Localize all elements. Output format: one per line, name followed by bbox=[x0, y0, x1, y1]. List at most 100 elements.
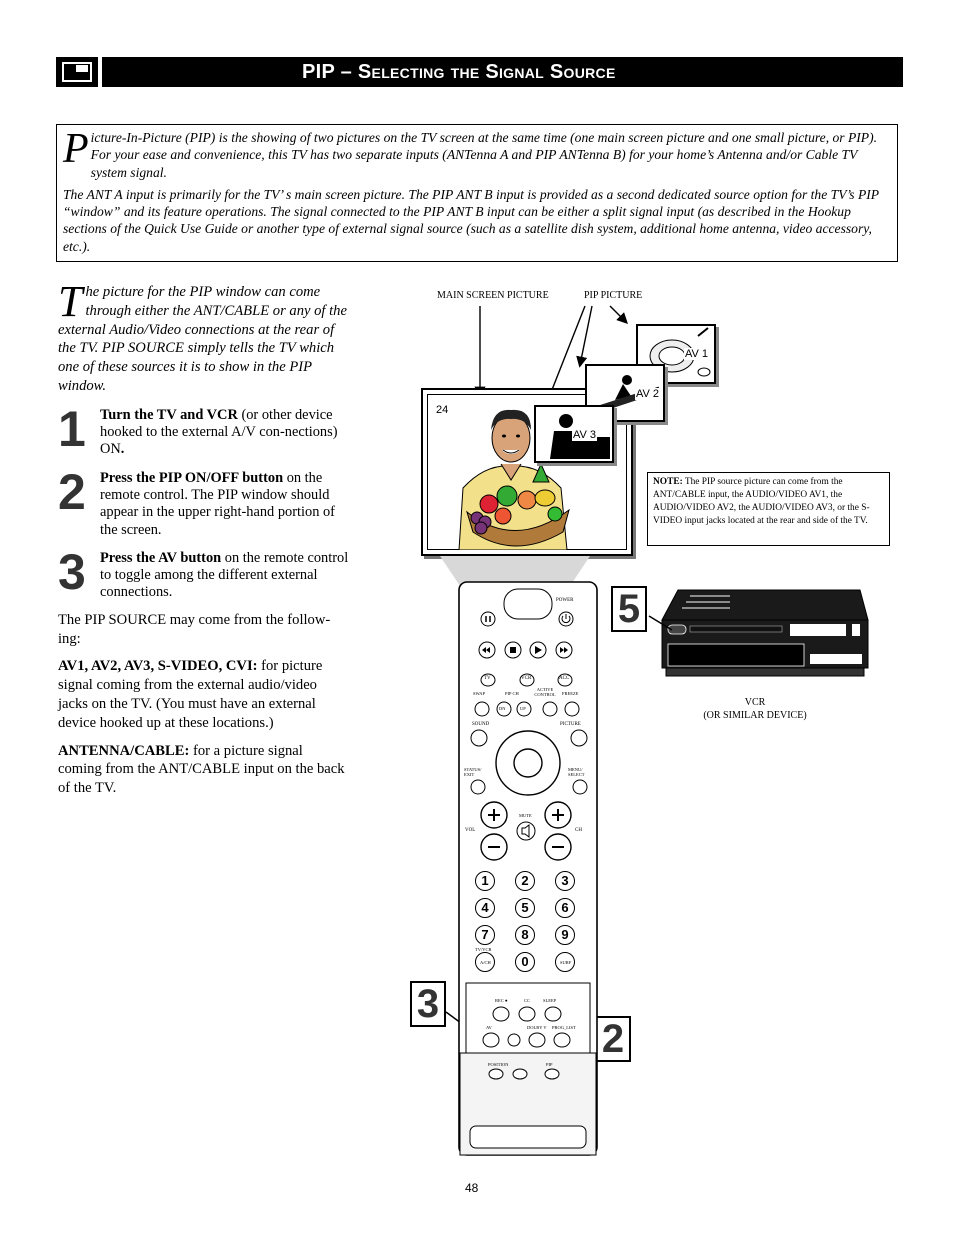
source-intro: The PIP SOURCE may come from the follow-… bbox=[58, 611, 331, 647]
pause-button[interactable] bbox=[480, 611, 496, 627]
pip-label-av3: AV 3 bbox=[572, 429, 598, 441]
pip-label-av2: AV 2 bbox=[635, 388, 661, 400]
step-text: (or other device hooked to the external … bbox=[100, 406, 338, 458]
note-text: The PIP source picture can come from the… bbox=[653, 477, 870, 526]
ch-label: CH bbox=[575, 828, 582, 833]
step-bold: Press the AV button bbox=[100, 549, 222, 566]
vcr-caption: VCR (OR SIMILAR DEVICE) bbox=[690, 696, 820, 722]
remote-control: POWER TV VCR ACC SWAP PIP CH ACTIVE CONT… bbox=[458, 581, 598, 1156]
digit-button-4[interactable]: 4 bbox=[475, 898, 495, 918]
exit-menu-buttons[interactable] bbox=[470, 779, 590, 795]
drop-cap-t: T bbox=[58, 277, 83, 326]
av-button[interactable] bbox=[482, 1031, 582, 1049]
a-ch-label: A/CH bbox=[480, 960, 491, 965]
man-with-fruit-basket-illustration bbox=[458, 409, 570, 550]
swap-label: SWAP bbox=[473, 691, 486, 696]
sleep-label: SLEEP bbox=[543, 998, 557, 1003]
main-screen-label: MAIN SCREEN PICTURE bbox=[437, 290, 549, 301]
step-1: 1 Turn the TV and VCR (or other device h… bbox=[58, 403, 350, 459]
rec-cc-sleep-buttons[interactable] bbox=[492, 1005, 562, 1023]
vcr-button-label: VCR bbox=[521, 676, 532, 681]
digit-button-8[interactable]: 8 bbox=[515, 925, 535, 945]
menu-select-label: MENU/ SELECT bbox=[568, 767, 585, 777]
digit-button-1[interactable]: 1 bbox=[475, 871, 495, 891]
step-bold: Turn the TV and VCR bbox=[100, 406, 238, 423]
pip-window-av1: AV 1 bbox=[636, 324, 716, 384]
section-header: PIP – Selecting the Signal Source bbox=[56, 57, 903, 87]
step-number: 2 bbox=[58, 463, 86, 520]
sound-picture-buttons[interactable] bbox=[470, 729, 590, 749]
digit-button-3[interactable]: 3 bbox=[555, 871, 575, 891]
digit-button-0[interactable]: 0 bbox=[515, 952, 535, 972]
intro-text-1: icture-In-Picture (PIP) is the showing o… bbox=[90, 130, 878, 180]
status-exit-label: STATUS/ EXIT bbox=[464, 767, 482, 777]
position-label: POSITION bbox=[488, 1062, 509, 1067]
pip-picture-label: PIP PICTURE bbox=[584, 290, 643, 301]
pip-tv-icon bbox=[56, 57, 98, 87]
device-buttons[interactable] bbox=[480, 672, 580, 688]
rec-label: REC ● bbox=[495, 998, 508, 1003]
digit-button-9[interactable]: 9 bbox=[555, 925, 575, 945]
navigation-ring[interactable] bbox=[494, 729, 562, 797]
power-button[interactable] bbox=[558, 611, 574, 627]
step-2: 2 Press the PIP ON/OFF button on the rem… bbox=[58, 466, 350, 539]
pip-label-av1: AV 1 bbox=[684, 348, 710, 360]
vcr-illustration bbox=[661, 589, 869, 677]
vcr-caption-line-1: VCR bbox=[744, 697, 766, 708]
cc-label: CC bbox=[524, 998, 531, 1003]
av-label: AV bbox=[486, 1025, 492, 1030]
digit-button-6[interactable]: 6 bbox=[555, 898, 575, 918]
step-number: 3 bbox=[58, 543, 86, 600]
power-label: POWER bbox=[556, 598, 574, 603]
tv-button-label: TV bbox=[484, 676, 491, 681]
surf-label: SURF bbox=[560, 960, 572, 965]
pip-window-av2: AV 2 bbox=[585, 364, 665, 422]
surf-button[interactable] bbox=[555, 952, 575, 972]
active-control-label: ACTIVE CONTROL bbox=[534, 687, 556, 697]
digit-button-5[interactable]: 5 bbox=[515, 898, 535, 918]
step-3: 3 Press the AV button on the remote cont… bbox=[58, 546, 350, 602]
step-bold: Press the PIP ON/OFF button bbox=[100, 469, 284, 486]
channel-number: 24 bbox=[436, 404, 449, 416]
drop-cap-p: P bbox=[63, 126, 89, 172]
pip-ch-label: PIP CH bbox=[505, 691, 519, 696]
tv-vcr-label: TV/VCR bbox=[475, 947, 492, 952]
prog-list-label: PROG_LIST bbox=[552, 1025, 576, 1030]
note-box: NOTE: The PIP source picture can come fr… bbox=[647, 472, 890, 546]
page-title: PIP – Selecting the Signal Source bbox=[302, 61, 616, 83]
dn-label: DN bbox=[499, 706, 506, 711]
callout-pip-button: 2 bbox=[595, 1016, 631, 1062]
av-sources-paragraph: AV1, AV2, AV3, S-VIDEO, CVI: for picture… bbox=[58, 657, 350, 732]
av-sources-text: for picture signal coming from the exter… bbox=[58, 658, 323, 731]
note-label: NOTE: bbox=[653, 477, 683, 487]
pip-on-off-button[interactable] bbox=[488, 1066, 568, 1082]
pip-control-buttons[interactable] bbox=[474, 699, 584, 719]
digit-button-2[interactable]: 2 bbox=[515, 871, 535, 891]
pip-button-label: PIP bbox=[546, 1062, 553, 1067]
pip-window-av3: AV 3 bbox=[534, 405, 614, 463]
mute-label: MUTE bbox=[519, 813, 532, 818]
volume-channel-rockers[interactable] bbox=[478, 799, 578, 863]
av-sources-term: AV1, AV2, AV3, S-VIDEO, CVI: bbox=[58, 658, 258, 675]
lead-text: he picture for the PIP window can come t… bbox=[58, 284, 347, 394]
intro-paragraph-2: The ANT A input is primarily for the TV’… bbox=[63, 186, 879, 254]
page-number: 48 bbox=[465, 1181, 479, 1195]
acc-button-label: ACC bbox=[559, 676, 570, 681]
a-ch-button[interactable] bbox=[475, 952, 495, 972]
digit-button-7[interactable]: 7 bbox=[475, 925, 495, 945]
picture-label: PICTURE bbox=[560, 722, 581, 727]
vcr-caption-line-2: (OR SIMILAR DEVICE) bbox=[703, 710, 807, 721]
callout-vcr: 5 bbox=[611, 586, 647, 632]
up-label: UP bbox=[520, 706, 526, 711]
step-text: on the remote control to toggle among th… bbox=[100, 549, 349, 601]
antenna-paragraph: ANTENNA/CABLE: for a picture signal comi… bbox=[58, 742, 350, 798]
antenna-term: ANTENNA/CABLE: bbox=[58, 742, 190, 759]
transport-buttons[interactable] bbox=[478, 641, 578, 659]
step-text: on the remote control. The PIP window sh… bbox=[100, 469, 335, 538]
sound-label: SOUND bbox=[472, 722, 490, 727]
